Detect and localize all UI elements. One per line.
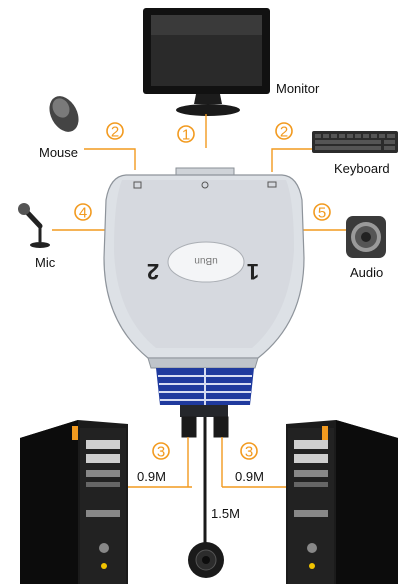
keyboard-icon	[312, 131, 398, 153]
brand-text: uBun	[194, 255, 217, 266]
callout-mouse: 2	[106, 122, 124, 141]
svg-text:2: 2	[280, 124, 288, 141]
mouse-icon	[49, 96, 79, 132]
pc-tower-icon	[286, 420, 398, 584]
svg-text:2: 2	[111, 124, 119, 141]
cable-right-length: 0.9M	[235, 469, 264, 484]
callout-audio: 5	[313, 203, 331, 222]
remote-cable-length: 1.5M	[211, 506, 240, 521]
svg-text:3: 3	[245, 444, 253, 461]
audio-label: Audio	[350, 265, 383, 280]
mouse-lead	[84, 148, 136, 170]
callout-cable-left: 3	[152, 442, 170, 461]
pc-right-port-label: 1	[247, 259, 259, 284]
cables	[128, 416, 286, 548]
mic-label: Mic	[35, 255, 56, 270]
pc-left-port-label: 2	[147, 259, 159, 284]
speaker-icon	[346, 216, 386, 258]
keyboard-lead	[271, 148, 312, 172]
svg-text:5: 5	[318, 205, 326, 222]
pc-tower-icon	[20, 420, 128, 584]
svg-text:4: 4	[79, 205, 87, 222]
microphone-icon	[18, 203, 50, 248]
connector-block	[156, 368, 254, 417]
keyboard-label: Keyboard	[334, 161, 390, 176]
monitor-label: Monitor	[276, 81, 320, 96]
callout-monitor: 1	[177, 125, 195, 144]
kvm-switch-icon	[103, 167, 305, 369]
callout-keyboard: 2	[275, 122, 293, 141]
svg-text:3: 3	[157, 444, 165, 461]
mouse-label: Mouse	[39, 145, 78, 160]
callout-cable-right: 3	[240, 442, 258, 461]
cable-left-length: 0.9M	[137, 469, 166, 484]
monitor-icon	[143, 8, 270, 116]
svg-text:1: 1	[182, 127, 190, 144]
callout-mic: 4	[74, 203, 92, 222]
remote-button-icon	[188, 542, 224, 578]
